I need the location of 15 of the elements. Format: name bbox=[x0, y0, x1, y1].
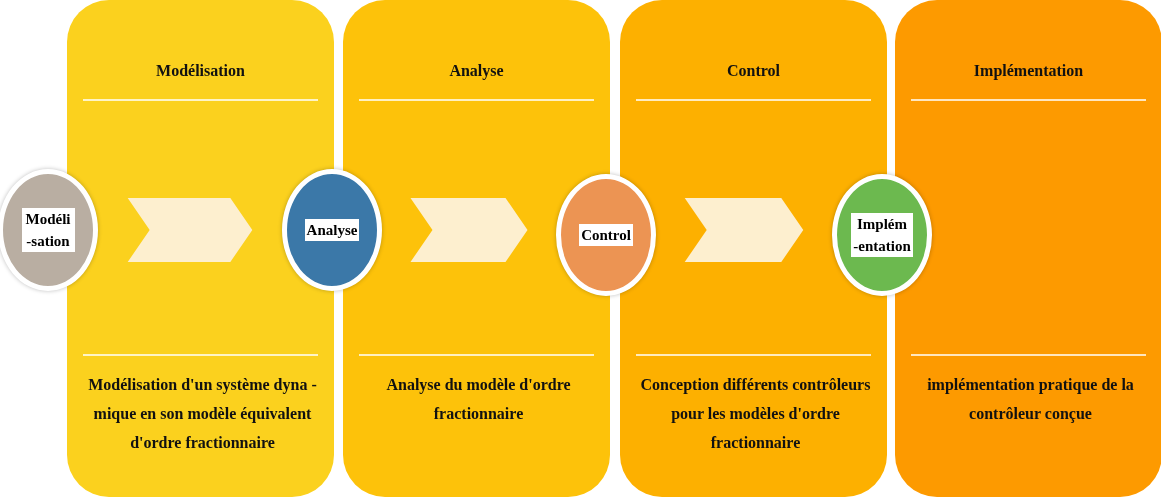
step-description: Conception différents contrôleurs pour les modèles d'ordre fractionnaire bbox=[639, 375, 872, 453]
step-heading: Control bbox=[725, 62, 781, 80]
step-heading: Modélisation bbox=[155, 62, 246, 80]
step-description: Modélisation d'un système dyna -mique en son modèle équivalent d'ordre fractionnaire bbox=[87, 375, 318, 453]
step-label: Implém -entation bbox=[851, 213, 913, 257]
step-heading: Implémentation bbox=[972, 62, 1085, 80]
step-label: Control bbox=[579, 224, 633, 246]
chevron-arrow bbox=[410, 198, 528, 262]
chevron-arrow bbox=[684, 198, 804, 262]
step-label: Analyse bbox=[304, 219, 360, 241]
step-description: implémentation pratique de la contrôleur conçue bbox=[926, 375, 1135, 425]
step-description: Analyse du modèle d'ordre fractionnaire bbox=[385, 375, 572, 424]
chevron-arrow bbox=[127, 198, 253, 262]
step-heading: Analyse bbox=[448, 62, 505, 80]
step-label: Modéli -sation bbox=[21, 208, 75, 252]
